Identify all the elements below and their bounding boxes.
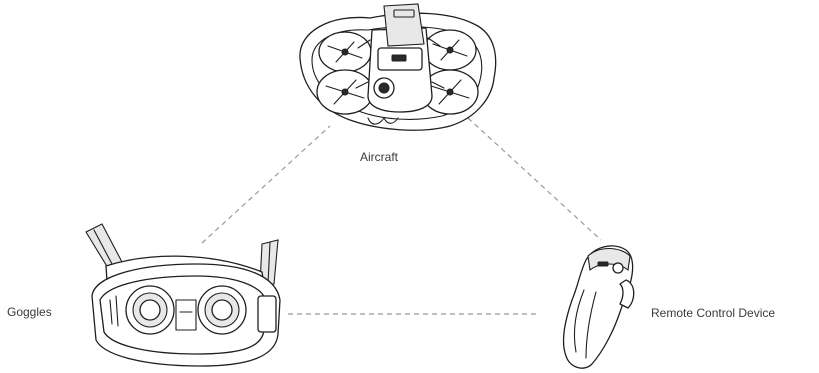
left-antenna: [85, 223, 123, 269]
label-remote-control-device: Remote Control Device: [651, 306, 776, 320]
left-lens: [139, 299, 161, 321]
link-aircraft-remote: [467, 117, 602, 241]
remote-button-top: [612, 262, 624, 274]
remote-trigger: [619, 279, 635, 309]
right-lens: [211, 299, 233, 321]
remote-control-device: [562, 245, 635, 369]
link-goggles-aircraft: [201, 125, 331, 244]
label-goggles: Goggles: [7, 305, 52, 319]
aircraft-drone: [299, 3, 497, 131]
goggles-device: [85, 223, 281, 367]
label-aircraft: Aircraft: [360, 150, 399, 164]
remote-grip: [562, 245, 634, 369]
